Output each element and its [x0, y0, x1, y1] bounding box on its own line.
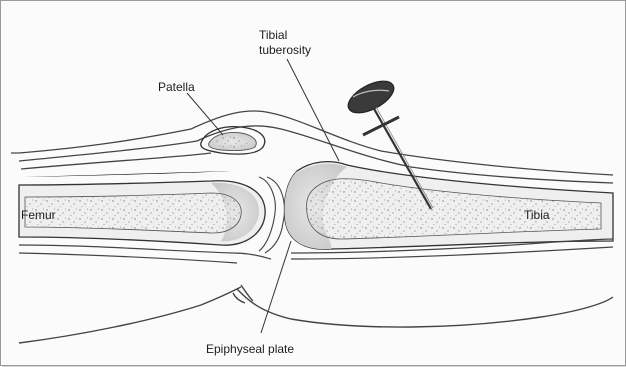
needle-handle: [343, 75, 398, 120]
femur-label: Femur: [21, 208, 56, 222]
tibial-tuberosity-label-line2: tuberosity: [259, 43, 311, 57]
tibia-label: Tibia: [524, 208, 550, 222]
lower-leg-outline: [19, 285, 613, 343]
tibial-tuberosity-label: Tibial: [259, 28, 287, 42]
patella-label: Patella: [158, 80, 195, 94]
epiphyseal-plate-label: Epiphyseal plate: [206, 342, 294, 356]
femur: [19, 181, 265, 245]
patella: [201, 127, 265, 154]
